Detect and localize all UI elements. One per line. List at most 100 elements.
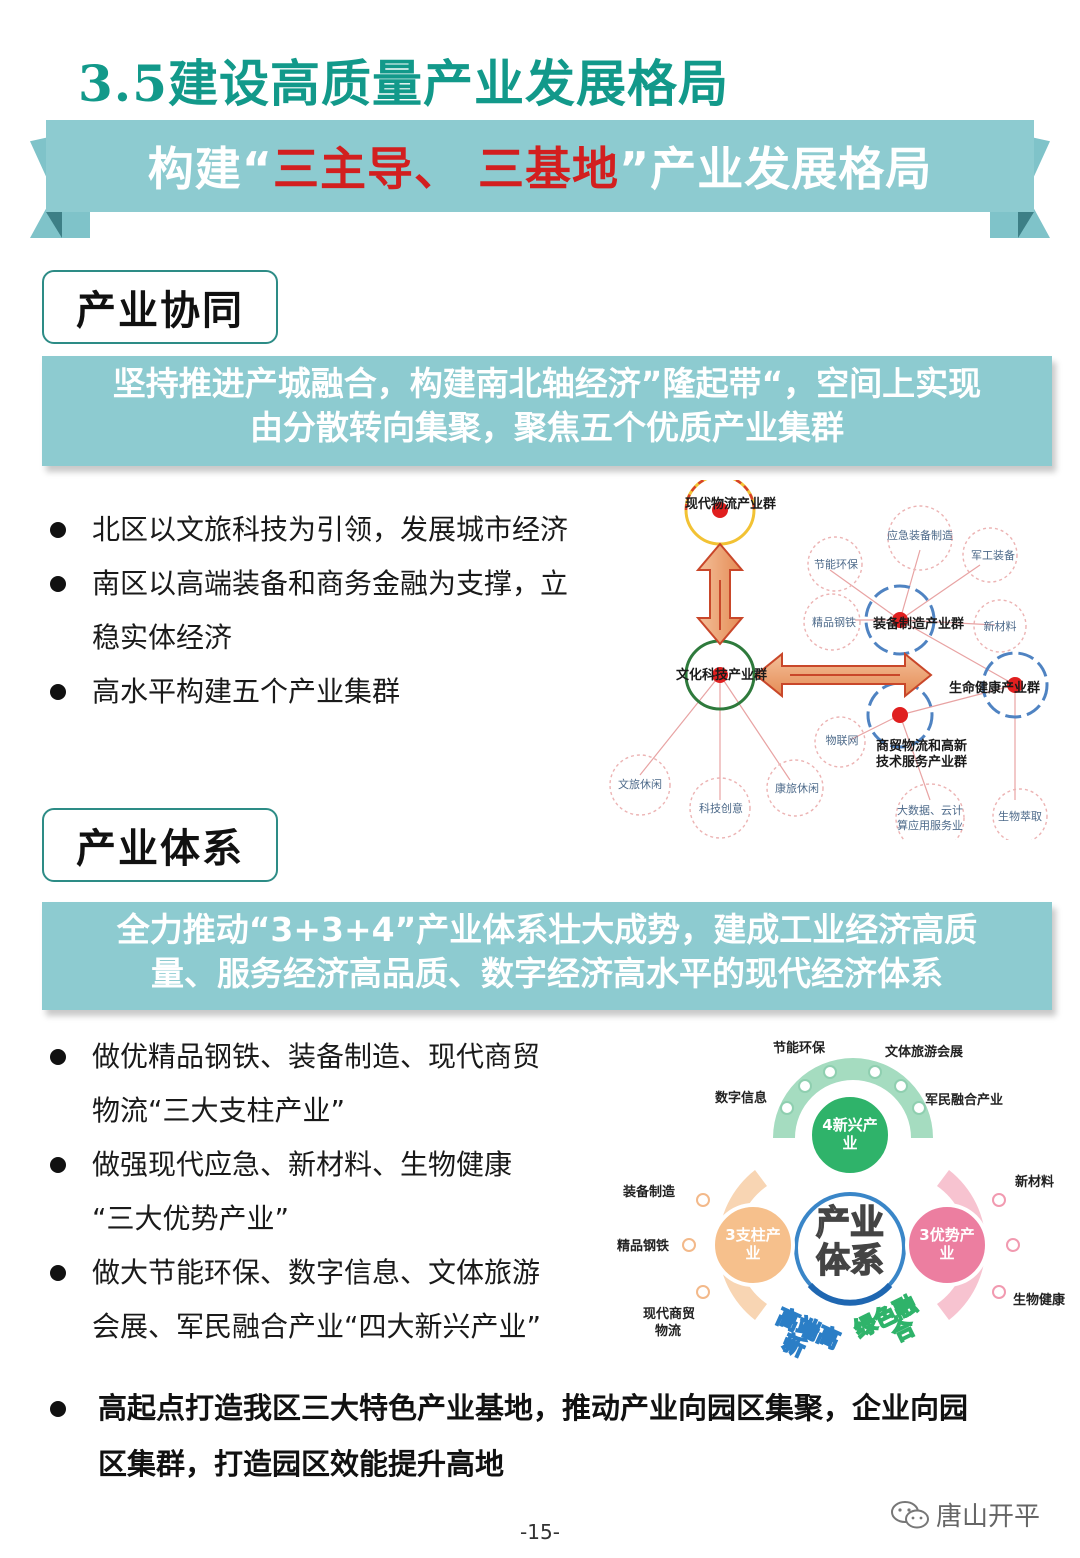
satellite-label: 生物萃取 [998,809,1042,823]
watermark-text: 唐山开平 [936,1502,1041,1532]
pillar-circle [711,1203,795,1287]
satellite-label: 精品钢铁 [812,616,856,629]
pillar-arc [718,1170,767,1320]
system-bullets: 做优精品钢铁、装备制造、现代商贸 物流“三大支柱产业” 做强现代应急、新材料、生… [44,1030,604,1354]
final-bullet-line-1: 高起点打造我区三大特色产业基地，推动产业向园区集聚，企业向园 [98,1391,969,1425]
outer-label: 军民融合产业 [925,1092,1003,1108]
list-item-continuation: “三大优势产业” [44,1192,604,1246]
pillar-label-2: 业 [745,1244,760,1262]
bullet-dot [50,522,66,538]
industry-system-diagram: 4新兴产 业 3支柱产 业 3优势产 业 产业 体系 高端高 新 绿色融 合 节… [617,1040,1066,1363]
satellite-label: 军工装备 [971,548,1015,562]
satellite-label: 物联网 [826,733,859,747]
outer-label: 节能环保 [773,1040,826,1056]
synergy-strip: 坚持推进产城融合，构建南北轴经济”隆起带“，空间上实现 由分散转向集聚，聚焦五个… [42,356,1052,466]
system-strip-line-2: 量、服务经济高品质、数字经济高水平的现代经济体系 [151,954,943,993]
banner-text: 构建“三主导、 三基地”产业发展格局 [148,133,932,199]
satellite-label: 科技创意 [699,801,743,815]
list-item-text: 南区以高端装备和商务金融为支撑，立 [92,567,569,600]
satellite-label: 大数据、云计 [897,803,963,817]
wechat-icon [891,1500,929,1528]
advantage-dots [992,1193,1020,1299]
list-item-continuation: 稳实体经济 [44,611,624,665]
bullet-dot [50,684,66,700]
list-item-text: 会展、军民融合产业“四大新兴产业” [92,1310,542,1343]
list-item-text: 做大节能环保、数字信息、文体旅游 [92,1256,541,1289]
satellite-labels: 应急装备制造 军工装备 节能环保 精品钢铁 新材料 物联网 文旅休闲 科技创意 … [618,528,1042,832]
advantage-arc [937,1170,986,1320]
list-item: 做优精品钢铁、装备制造、现代商贸 [44,1030,604,1084]
advantage-label-2: 业 [939,1244,954,1262]
outer-label: 生物健康 [1013,1292,1066,1308]
outer-label: 现代商贸 [643,1306,695,1322]
feature-labels: 高端高 新 [772,1303,844,1363]
satellite-label: 应急装备制造 [887,528,953,542]
trade-hub-label-1: 商贸物流和高新 [876,738,967,754]
equipment-hub-ring [864,584,936,656]
final-bullet: 高起点打造我区三大特色产业基地，推动产业向园区集聚，企业向园 区集群，打造园区效… [44,1380,1064,1492]
system-strip: 全力推动“3+3+4”产业体系壮大成势，建成工业经济高质 量、服务经济高品质、数… [42,902,1052,1010]
culture-hub-label: 文化科技产业群 [676,667,767,683]
outer-labels: 节能环保 文体旅游会展 数字信息 军民融合产业 装备制造 精品钢铁 现代商贸 物… [617,1040,1066,1339]
section-label-system: 产业体系 [42,808,278,882]
center-ring-accent [807,1282,893,1306]
trade-hub-ring [866,681,934,749]
emerging-arc [773,1058,933,1138]
emerging-dots [780,1065,926,1115]
bullet-dot [50,1049,66,1065]
trade-hub-label-2: 技术服务产业群 [876,754,967,770]
advantage-label-1: 3优势产 [919,1226,974,1244]
cluster-diagram: 现代物流产业群 文化科技产业群 装备制造产业群 生命健康产业群 商贸物流和高新 … [609,480,1049,840]
list-item-text: 做优精品钢铁、装备制造、现代商贸 [92,1040,541,1073]
list-item: 高水平构建五个产业集群 [44,665,624,719]
satellite-label: 康旅休闲 [775,781,819,795]
satellite-rings [609,505,1048,840]
list-item-text: 做强现代应急、新材料、生物健康 [92,1148,513,1181]
bullet-dot [50,1401,66,1417]
page-number: -15- [520,1520,560,1544]
system-strip-line-1: 全力推动“3+3+4”产业体系壮大成势，建成工业经济高质 [116,910,978,949]
center-label-1: 产业 [816,1203,884,1243]
synergy-bullets: 北区以文旅科技为引领，发展城市经济 南区以高端装备和商务金融为支撑，立 稳实体经… [44,503,624,719]
hub-labels: 现代物流产业群 文化科技产业群 装备制造产业群 生命健康产业群 商贸物流和高新 … [676,496,1040,770]
synergy-strip-line-2: 由分散转向集聚，聚焦五个优质产业集群 [250,408,844,447]
advantage-circle [905,1203,989,1287]
banner-text-highlight: 三主导、 三基地 [272,142,619,196]
outer-label: 精品钢铁 [617,1238,669,1254]
list-item: 北区以文旅科技为引领，发展城市经济 [44,503,624,557]
equipment-hub-label: 装备制造产业群 [872,616,964,632]
outer-label: 装备制造 [622,1184,676,1200]
satellite-label: 文旅休闲 [618,777,662,791]
satellite-label: 新材料 [984,619,1017,633]
logistics-hub-label: 现代物流产业群 [685,496,776,512]
center-label: 产业 体系 [815,1202,885,1282]
list-item-text: 北区以文旅科技为引领，发展城市经济 [92,513,569,546]
logistics-hub-arc [684,480,756,511]
outer-label: 物流 [655,1323,681,1339]
banner-text-post: ”产业发展格局 [619,142,933,196]
satellite-label: 节能环保 [814,557,858,571]
connector-lines [639,549,1016,801]
center-label-2: 体系 [816,1241,884,1281]
list-item-text: 高水平构建五个产业集群 [92,675,401,708]
section-label-synergy: 产业协同 [42,270,278,344]
emerging-circle [808,1093,892,1177]
health-hub-label: 生命健康产业群 [949,680,1040,696]
synergy-strip-line-1: 坚持推进产城融合，构建南北轴经济”隆起带“，空间上实现 [112,364,982,403]
list-item: 南区以高端装备和商务金融为支撑，立 [44,557,624,611]
list-item: 做大节能环保、数字信息、文体旅游 [44,1246,604,1300]
list-item-continuation: 物流“三大支柱产业” [44,1084,604,1138]
hub-dots [712,502,1023,723]
list-item-text: 物流“三大支柱产业” [92,1094,346,1127]
list-item: 做强现代应急、新材料、生物健康 [44,1138,604,1192]
bullet-dot [50,576,66,592]
circle-labels: 4新兴产 业 3支柱产 业 3优势产 业 [725,1116,974,1262]
pillar-label-1: 3支柱产 [725,1226,780,1244]
emerging-label-2: 业 [842,1134,857,1152]
banner-text-pre: 构建“ [147,142,273,196]
pillar-dots [682,1193,710,1299]
page-title: 3.5建设高质量产业发展格局 [78,54,729,113]
list-item-continuation: 会展、军民融合产业“四大新兴产业” [44,1300,604,1354]
outer-label: 文体旅游会展 [885,1044,964,1060]
list-item-text: 稳实体经济 [92,621,233,654]
